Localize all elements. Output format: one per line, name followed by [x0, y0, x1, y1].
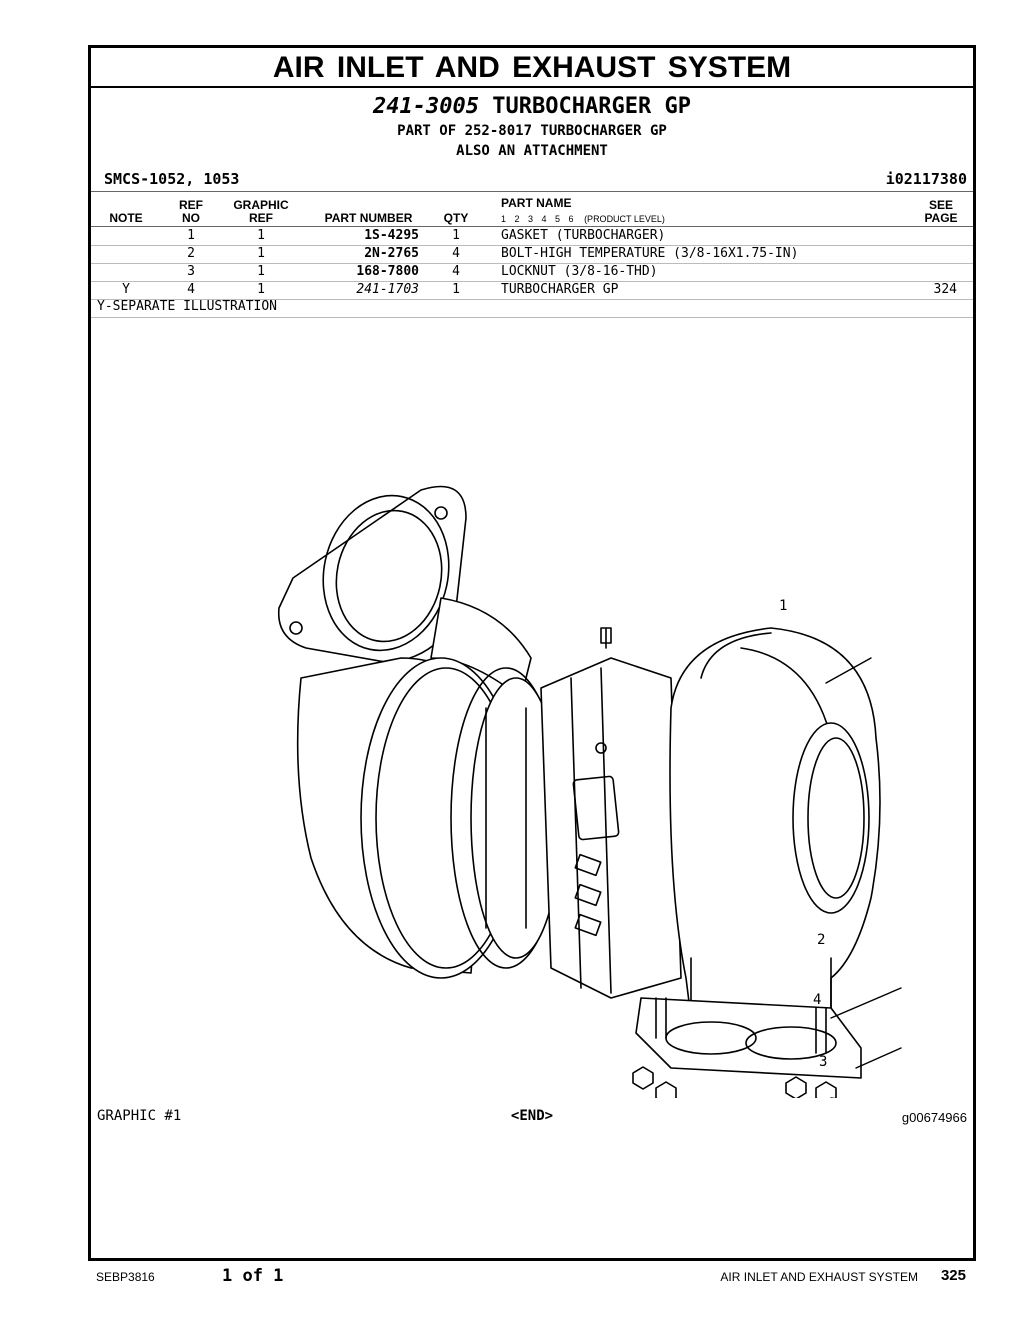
- col-see-top: SEE: [928, 198, 953, 212]
- row-ref: 1: [187, 228, 195, 243]
- row-divider: [91, 281, 973, 282]
- row-part-name: TURBOCHARGER GP: [501, 282, 619, 297]
- bolts-and-nuts: [632, 997, 837, 1098]
- turbocharger-illustration: [277, 485, 902, 1098]
- col-see-page: SEE PAGE: [921, 199, 961, 225]
- system-title: AIR INLET AND EXHAUST SYSTEM: [91, 48, 973, 88]
- footnote-rule: [91, 317, 973, 318]
- col-part-name: PART NAME: [501, 196, 572, 210]
- row-divider: [91, 245, 973, 246]
- row-ref: 3: [187, 264, 195, 279]
- footer-system: AIR INLET AND EXHAUST SYSTEM: [720, 1270, 918, 1284]
- illustration-id: i02117380: [885, 170, 967, 188]
- col-graphic-top: GRAPHIC: [233, 198, 289, 212]
- graphic-id: g00674966: [901, 1110, 967, 1125]
- product-level-numbers: 1 2 3 4 5 6: [501, 214, 574, 224]
- col-ref-bottom: NO: [182, 211, 200, 225]
- attachment-line: ALSO AN ATTACHMENT: [456, 143, 608, 159]
- row-graphic-ref: 1: [257, 264, 265, 279]
- group-name: TURBOCHARGER GP: [492, 94, 691, 119]
- row-qty: 4: [452, 264, 460, 279]
- row-note: Y: [122, 282, 130, 297]
- table-row: 2 1 2N-2765 4 BOLT-HIGH TEMPERATURE (3/8…: [91, 245, 973, 263]
- col-ref: REF NO: [176, 199, 206, 225]
- row-divider: [91, 299, 973, 300]
- col-graphic-bottom: REF: [249, 211, 273, 225]
- callout-1: 1: [779, 598, 788, 614]
- row-qty: 1: [452, 282, 460, 297]
- table-row: 3 1 168-7800 4 LOCKNUT (3/8-16-THD): [91, 263, 973, 281]
- row-qty: 1: [452, 228, 460, 243]
- callout-4: 4: [813, 992, 822, 1008]
- smcs-code: SMCS-1052, 1053: [104, 170, 240, 188]
- page-number: 325: [940, 1267, 966, 1284]
- callout-2: 2: [817, 932, 826, 948]
- col-graphic: GRAPHIC REF: [231, 199, 291, 225]
- doc-number: SEBP3816: [96, 1270, 155, 1284]
- product-level-label: (PRODUCT LEVEL): [584, 214, 665, 224]
- row-graphic-ref: 1: [257, 246, 265, 261]
- row-graphic-ref: 1: [257, 282, 265, 297]
- end-marker: <END>: [510, 1108, 554, 1124]
- table-row: Y 4 1 241-1703 1 TURBOCHARGER GP 324: [91, 281, 973, 299]
- turbine-housing: [669, 627, 881, 1019]
- col-qty: QTY: [443, 211, 469, 225]
- row-divider: [91, 263, 973, 264]
- row-see-page: 324: [933, 282, 957, 297]
- row-part-name: BOLT-HIGH TEMPERATURE (3/8-16X1.75-IN): [501, 246, 799, 261]
- graphic-label: GRAPHIC #1: [97, 1108, 182, 1124]
- group-part-number: 241-3005: [373, 94, 480, 119]
- column-header-rule: [91, 226, 973, 227]
- page-of: 1 of 1: [222, 1266, 284, 1286]
- row-ref: 4: [187, 282, 195, 297]
- group-title: 241-3005 TURBOCHARGER GP: [91, 94, 973, 119]
- row-part-name: GASKET (TURBOCHARGER): [501, 228, 666, 243]
- col-see-bottom: PAGE: [924, 211, 958, 225]
- row-graphic-ref: 1: [257, 228, 265, 243]
- row-qty: 4: [452, 246, 460, 261]
- table-row: 1 1 1S-4295 1 GASKET (TURBOCHARGER): [91, 227, 973, 245]
- exhaust-flange: [635, 997, 862, 1079]
- col-note: NOTE: [109, 211, 143, 225]
- bearing-housing: [540, 627, 682, 999]
- row-part-number: 168-7800: [356, 264, 419, 279]
- row-ref: 2: [187, 246, 195, 261]
- callout-3: 3: [819, 1054, 828, 1070]
- row-part-name: LOCKNUT (3/8-16-THD): [501, 264, 658, 279]
- product-levels: 1 2 3 4 5 6 (PRODUCT LEVEL): [501, 214, 665, 224]
- row-part-number: 2N-2765: [364, 246, 419, 261]
- footnote: Y-SEPARATE ILLUSTRATION: [97, 299, 278, 314]
- compressor-housing: [296, 657, 562, 979]
- col-ref-top: REF: [179, 198, 203, 212]
- col-part-number: PART NUMBER: [324, 211, 413, 225]
- header-rule: [91, 191, 973, 192]
- part-of-line: PART OF 252-8017 TURBOCHARGER GP: [397, 123, 667, 139]
- row-part-number: 1S-4295: [364, 228, 419, 243]
- page-frame: AIR INLET AND EXHAUST SYSTEM 241-3005 TU…: [88, 45, 976, 1261]
- row-part-number: 241-1703: [356, 282, 419, 297]
